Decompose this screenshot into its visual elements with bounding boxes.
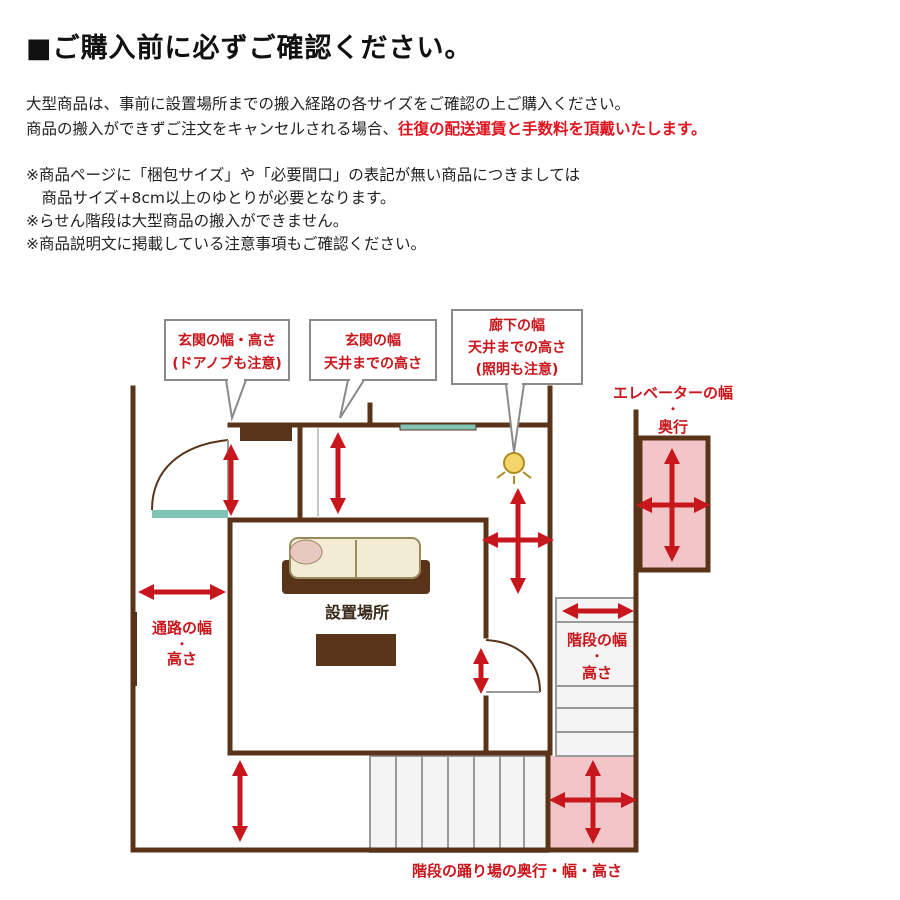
stairs-label-line2: 高さ	[582, 664, 612, 682]
entrance-door-swing	[151, 439, 229, 511]
callout-entrance: 玄関の幅・高さ (ドアノブも注意)	[164, 319, 290, 422]
stairs-label-dot: ・	[591, 649, 603, 663]
passage-bar	[131, 612, 137, 686]
light-bulb-icon	[496, 452, 532, 484]
room-door-swing	[485, 639, 541, 693]
page-title: ■ご購入前に必ずご確認ください。	[26, 33, 473, 64]
passage-label-dot: ・	[176, 637, 188, 651]
elevator-label-line1: エレベーターの幅	[613, 384, 733, 402]
note-1b: 商品サイズ+8cm以上のゆとりが必要となります。	[26, 189, 396, 207]
callout-entrance-line2: (ドアノブも注意)	[172, 355, 282, 372]
intro-line-2-emphasis: 往復の配送運賃と手数料を頂戴いたします。	[398, 120, 707, 138]
install-place-label: 設置場所	[325, 603, 389, 622]
entrance-door	[240, 426, 292, 441]
intro-line-2: 商品の搬入ができずご注文をキャンセルされる場合、往復の配送運賃と手数料を頂戴いた…	[26, 117, 706, 141]
landing-label: 階段の踊り場の奥行・幅・高さ	[412, 862, 622, 880]
callout-hallway-line2: 天井までの高さ	[468, 339, 566, 356]
stairs-label-line1: 階段の幅	[567, 631, 627, 649]
elevator-label-dot: ・	[667, 402, 679, 416]
note-1a: ※商品ページに「梱包サイズ」や「必要間口」の表記が無い商品につきましては	[26, 166, 580, 184]
entrance-step	[152, 510, 228, 518]
measure-arrows	[137, 431, 711, 845]
callout-entrance-ceiling-line2: 天井までの高さ	[324, 355, 422, 372]
elevator-label-line2: 奥行	[658, 418, 688, 436]
callout-entrance-ceiling: 玄関の幅 天井までの高さ	[309, 319, 437, 419]
callout-entrance-ceiling-line1: 玄関の幅	[345, 332, 401, 349]
callout-hallway-line3: (照明も注意)	[476, 361, 559, 378]
stairs-lower	[369, 755, 549, 853]
intro-line-1: 大型商品は、事前に設置場所までの搬入経路の各サイズをご確認の上ご購入ください。	[26, 95, 631, 113]
note-2: ※らせん階段は大型商品の搬入ができません。	[26, 212, 349, 230]
passage-label-line2: 高さ	[167, 650, 197, 668]
note-3: ※商品説明文に掲載している注意事項もご確認ください。	[26, 235, 427, 253]
callout-hallway-line1: 廊下の幅	[489, 317, 545, 334]
sofa-icon	[282, 537, 430, 594]
stairs-right	[555, 597, 637, 757]
callout-hallway: 廊下の幅 天井までの高さ (照明も注意)	[451, 309, 583, 453]
table-icon	[316, 634, 396, 666]
callout-entrance-line1: 玄関の幅・高さ	[178, 332, 276, 349]
passage-label-line1: 通路の幅	[152, 619, 212, 637]
hall-window	[399, 423, 477, 431]
intro-line-2-prefix: 商品の搬入ができずご注文をキャンセルされる場合、	[26, 120, 399, 138]
